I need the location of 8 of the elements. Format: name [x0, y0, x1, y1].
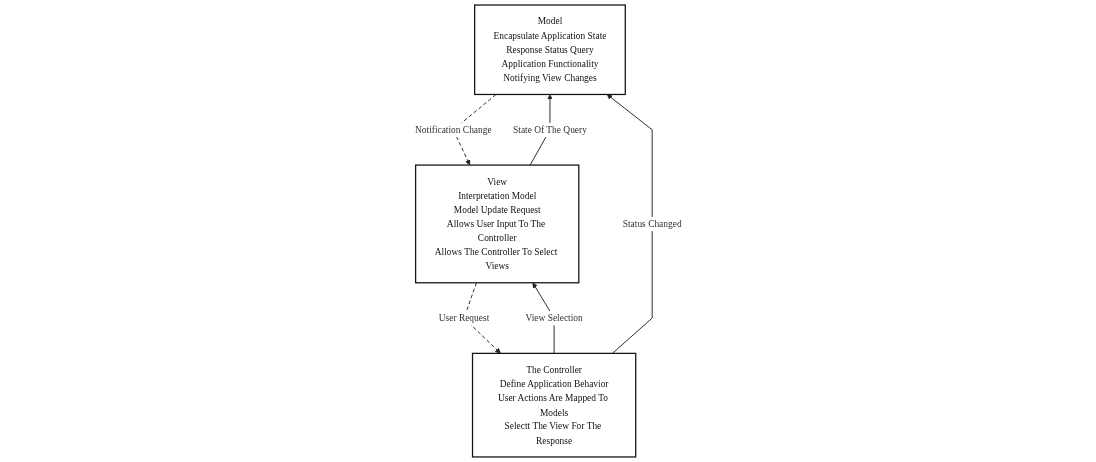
edge-label: Notification Change — [414, 124, 492, 135]
edge-label: User Request — [438, 312, 489, 323]
node-box: Model Encapsulate Application State Response Status Query Application Functionality Notifying View Changes — [473, 4, 626, 96]
edge-label: State Of The Query — [512, 124, 587, 135]
node-box: The Controller Define Application Behavior User Actions Are Mapped To Models Selectt The View For The Response — [471, 352, 637, 458]
node-box: View Interpretation Model Model Update Request Allows User Input To The Controller Allows The Controller To Select Views — [414, 164, 580, 284]
edge-label: View Selection — [525, 312, 583, 323]
edge-label: Status Changed — [622, 218, 682, 229]
